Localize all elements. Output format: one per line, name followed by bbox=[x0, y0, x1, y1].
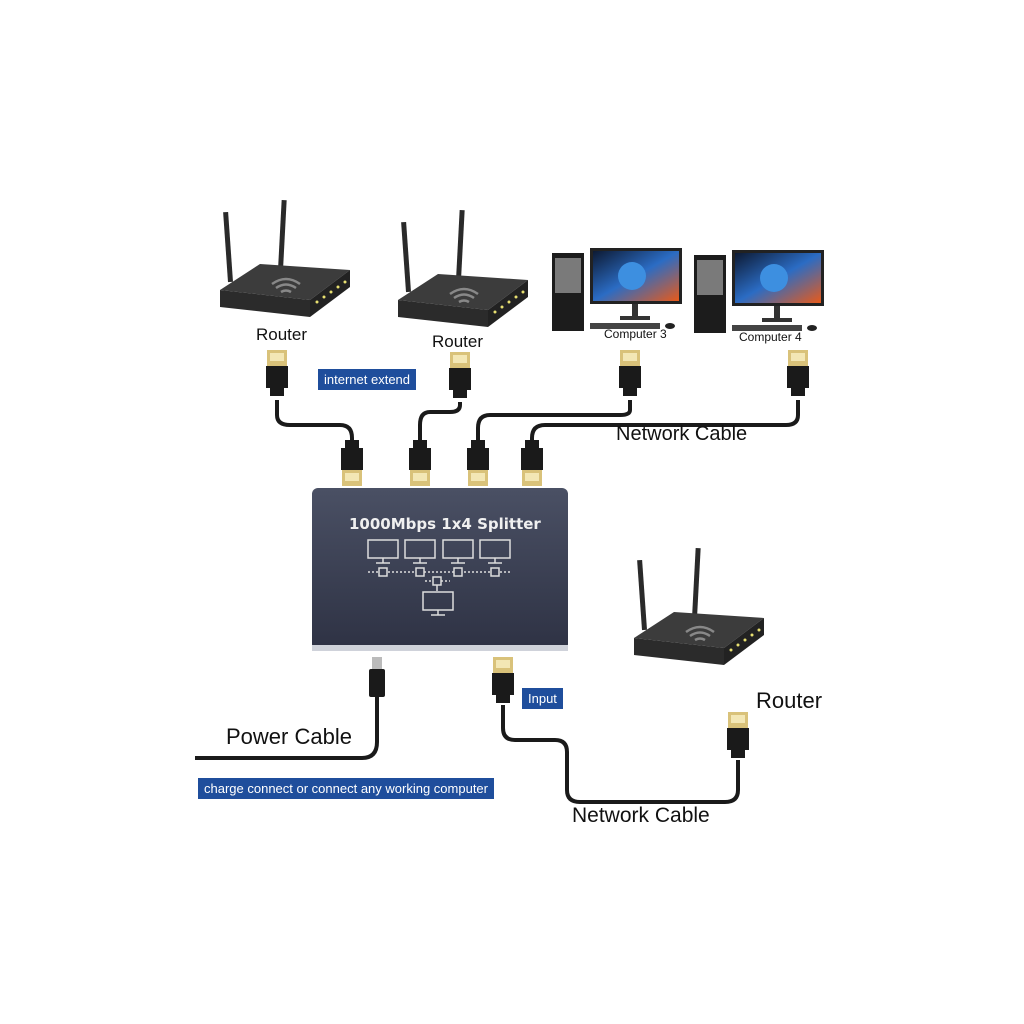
router-input-icon bbox=[632, 546, 766, 667]
rj45-plug-icon bbox=[727, 712, 749, 758]
rj45-plug-icon bbox=[619, 350, 641, 396]
rj45-plug-icon bbox=[341, 440, 363, 486]
computer-3-label: Computer 3 bbox=[604, 327, 667, 341]
router-1-icon bbox=[218, 198, 352, 319]
network-cables bbox=[195, 400, 800, 804]
rj45-plug-icon bbox=[467, 440, 489, 486]
network-cable-bottom-label: Network Cable bbox=[572, 804, 710, 827]
computer-3-icon bbox=[552, 248, 682, 331]
internet-extend-tag: internet extend bbox=[318, 369, 417, 390]
device-title: 1000Mbps 1x4 Splitter bbox=[349, 515, 541, 533]
router-input-label: Router bbox=[756, 688, 823, 713]
charge-note-tag: charge connect or connect any working co… bbox=[198, 778, 494, 799]
rj45-plug-icon bbox=[787, 350, 809, 396]
rj45-plug-icon bbox=[492, 657, 514, 703]
rj45-plug-icon bbox=[266, 350, 288, 396]
computer-4-label: Computer 4 bbox=[739, 330, 802, 344]
usb-c-plug-icon bbox=[369, 657, 385, 697]
input-tag: Input bbox=[522, 688, 563, 709]
rj45-plug-icon bbox=[409, 440, 431, 486]
rj45-plug-icon bbox=[521, 440, 543, 486]
power-cable-label: Power Cable bbox=[226, 724, 352, 749]
router-1-label: Router bbox=[256, 325, 308, 344]
computer-4-icon bbox=[694, 250, 824, 333]
splitter-device bbox=[312, 488, 568, 651]
rj45-plug-icon bbox=[449, 352, 471, 398]
router-2-label: Router bbox=[432, 332, 484, 351]
router-2-icon bbox=[396, 208, 530, 329]
network-cable-top-label: Network Cable bbox=[616, 423, 748, 445]
